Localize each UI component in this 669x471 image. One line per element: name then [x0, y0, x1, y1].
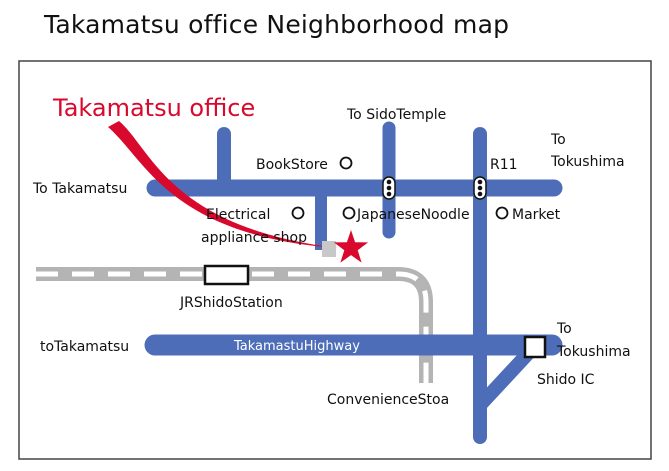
label-to-tokushima-bottom: To — [556, 321, 572, 337]
label-convenience-store: ConvenienceStoa — [327, 392, 449, 408]
office-building — [322, 241, 336, 257]
jr-railway — [36, 267, 433, 383]
page-title: Takamatsu office Neighborhood map — [44, 10, 510, 39]
label-to-tokushima-top: Tokushima — [550, 154, 625, 170]
star-icon — [333, 230, 369, 263]
label-bookstore: BookStore — [256, 157, 328, 173]
label-japanese-noodle: JapaneseNoodle — [356, 207, 470, 223]
label-jr-station: JRShidoStation — [179, 295, 283, 311]
label-market: Market — [512, 207, 561, 223]
label-electrical: Electrical — [206, 207, 270, 223]
label-highway: TakamastuHighway — [233, 339, 360, 354]
roads — [144, 121, 563, 444]
traffic-signal-icon — [473, 176, 487, 200]
label-shido-ic: Shido IC — [537, 372, 595, 388]
interchange-icon — [523, 335, 547, 359]
label-to-tokushima-bottom: Tokushima — [556, 344, 631, 360]
office-label: Takamatsu office — [52, 94, 255, 122]
landmark-icon — [342, 206, 356, 220]
label-to-takamatsu-top: To Takamatsu — [32, 181, 127, 197]
office-pointer — [108, 121, 338, 248]
label-to-takamatsu-bottom: toTakamatsu — [40, 339, 129, 355]
label-to-tokushima-top: To — [550, 132, 566, 148]
label-appliance-shop: appliance shop — [201, 230, 307, 246]
landmark-icon — [291, 206, 305, 220]
label-to-sido-temple: To SidoTemple — [346, 107, 446, 123]
station-icon — [203, 264, 250, 286]
landmark-icon — [495, 206, 509, 220]
label-r11: R11 — [490, 157, 518, 173]
traffic-signal-icon — [382, 176, 396, 200]
landmark-icon — [339, 156, 353, 170]
